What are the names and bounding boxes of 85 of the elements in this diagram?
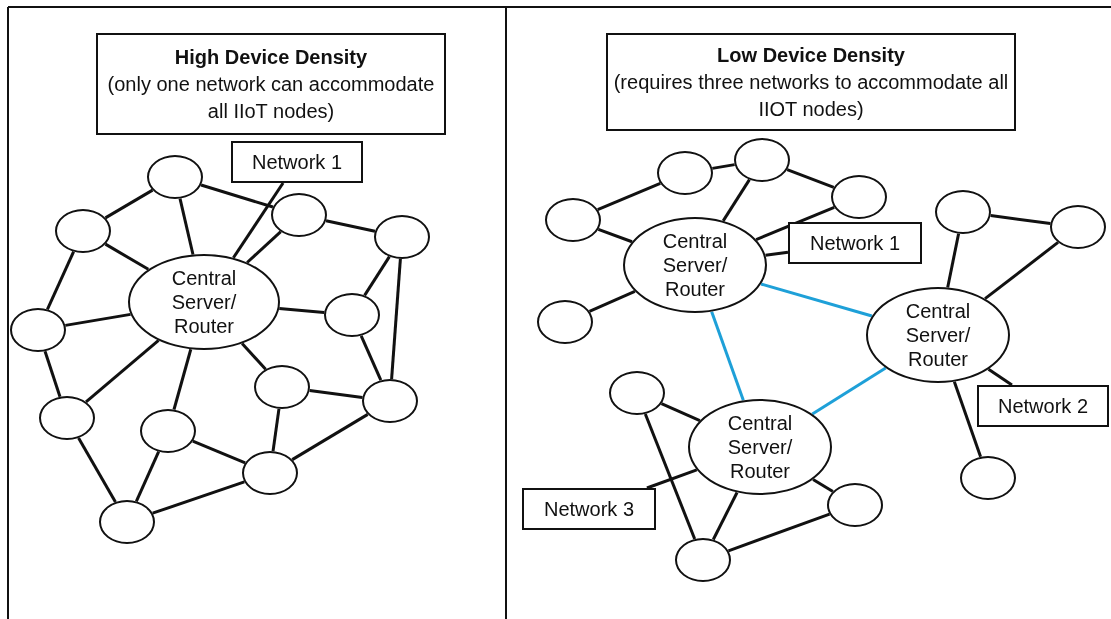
device-node-circle (831, 175, 887, 219)
connection-line (984, 241, 1059, 300)
panel-heading: High Device Density (174, 44, 368, 70)
connection-line (43, 350, 62, 398)
network-name: Network 3 (544, 497, 634, 521)
connection-line (291, 413, 369, 461)
connection-line (279, 307, 325, 315)
device-node-circle (140, 409, 196, 453)
backbone-link (710, 311, 745, 401)
node-label: Central Server/ Router (170, 266, 238, 338)
connection-line (712, 163, 735, 170)
device-node-circle (10, 308, 66, 352)
device-node-circle (271, 193, 327, 237)
connection-line (178, 198, 195, 255)
network-label-box (522, 488, 656, 530)
connection-line (786, 168, 835, 189)
device-node-circle (537, 300, 593, 344)
panel-subheading: (only one network can accommodate all IIoT nodes) (106, 71, 436, 124)
device-node-circle (147, 155, 203, 199)
network-name: Network 1 (252, 150, 342, 174)
backbone-link (811, 366, 887, 416)
connection-line (946, 233, 961, 288)
connection-line (172, 348, 193, 410)
connection-line (363, 255, 391, 297)
panel-subheading: (requires three networks to accommodate all IIOT nodes) (612, 69, 1010, 122)
title-box (96, 33, 446, 135)
device-node-circle (960, 456, 1016, 500)
connection-line (812, 478, 834, 493)
connection-line (755, 205, 835, 242)
connection-line (990, 214, 1051, 225)
network-label-box (788, 222, 922, 264)
device-node-circle (362, 379, 418, 423)
connection-line (588, 290, 636, 313)
panel-heading: Low Device Density (717, 42, 905, 68)
connection-line (359, 335, 383, 381)
device-node-circle (254, 365, 310, 409)
network-label-box (977, 385, 1109, 427)
connection-line (721, 178, 751, 222)
connection-line (65, 312, 131, 327)
leader-line (987, 367, 1013, 387)
device-node-circle (545, 198, 601, 242)
device-node-circle (657, 151, 713, 195)
device-node-circle (609, 371, 665, 415)
connection-line (152, 480, 245, 515)
connection-line (134, 451, 161, 502)
device-node-circle (374, 215, 430, 259)
connection-line (643, 413, 697, 540)
device-node-circle (1050, 205, 1106, 249)
device-node-circle (935, 190, 991, 234)
device-node-circle (55, 209, 111, 253)
network-name: Network 2 (998, 394, 1088, 418)
connection-line (390, 258, 402, 380)
connection-line (727, 512, 831, 553)
network-name: Network 1 (810, 231, 900, 255)
connection-line (77, 437, 117, 503)
title-box (606, 33, 1016, 131)
connection-line (192, 439, 246, 465)
connection-line (85, 339, 160, 403)
connection-line (200, 183, 274, 209)
device-node-circle (734, 138, 790, 182)
connection-line (104, 242, 150, 271)
connection-line (271, 408, 281, 452)
node-label: Central Server/ Router (726, 411, 794, 483)
network-label-box (231, 141, 363, 183)
connection-line (597, 181, 661, 212)
device-node-circle (99, 500, 155, 544)
connection-line (241, 342, 267, 371)
node-label: Central Server/ Router (661, 229, 729, 301)
connection-line (660, 402, 701, 422)
connection-line (597, 227, 633, 244)
connection-line (952, 381, 982, 458)
leader-line (232, 182, 285, 259)
node-label: Central Server/ Router (904, 299, 972, 371)
device-node-circle (39, 396, 95, 440)
connection-line (325, 219, 376, 233)
device-node-circle (827, 483, 883, 527)
connection-line (246, 230, 282, 264)
connection-line (309, 389, 363, 399)
leader-line (765, 250, 789, 257)
device-node-circle (242, 451, 298, 495)
device-node-circle (675, 538, 731, 582)
connection-line (46, 251, 75, 310)
connection-line (104, 188, 154, 220)
device-node-circle (324, 293, 380, 337)
backbone-link (760, 282, 873, 318)
